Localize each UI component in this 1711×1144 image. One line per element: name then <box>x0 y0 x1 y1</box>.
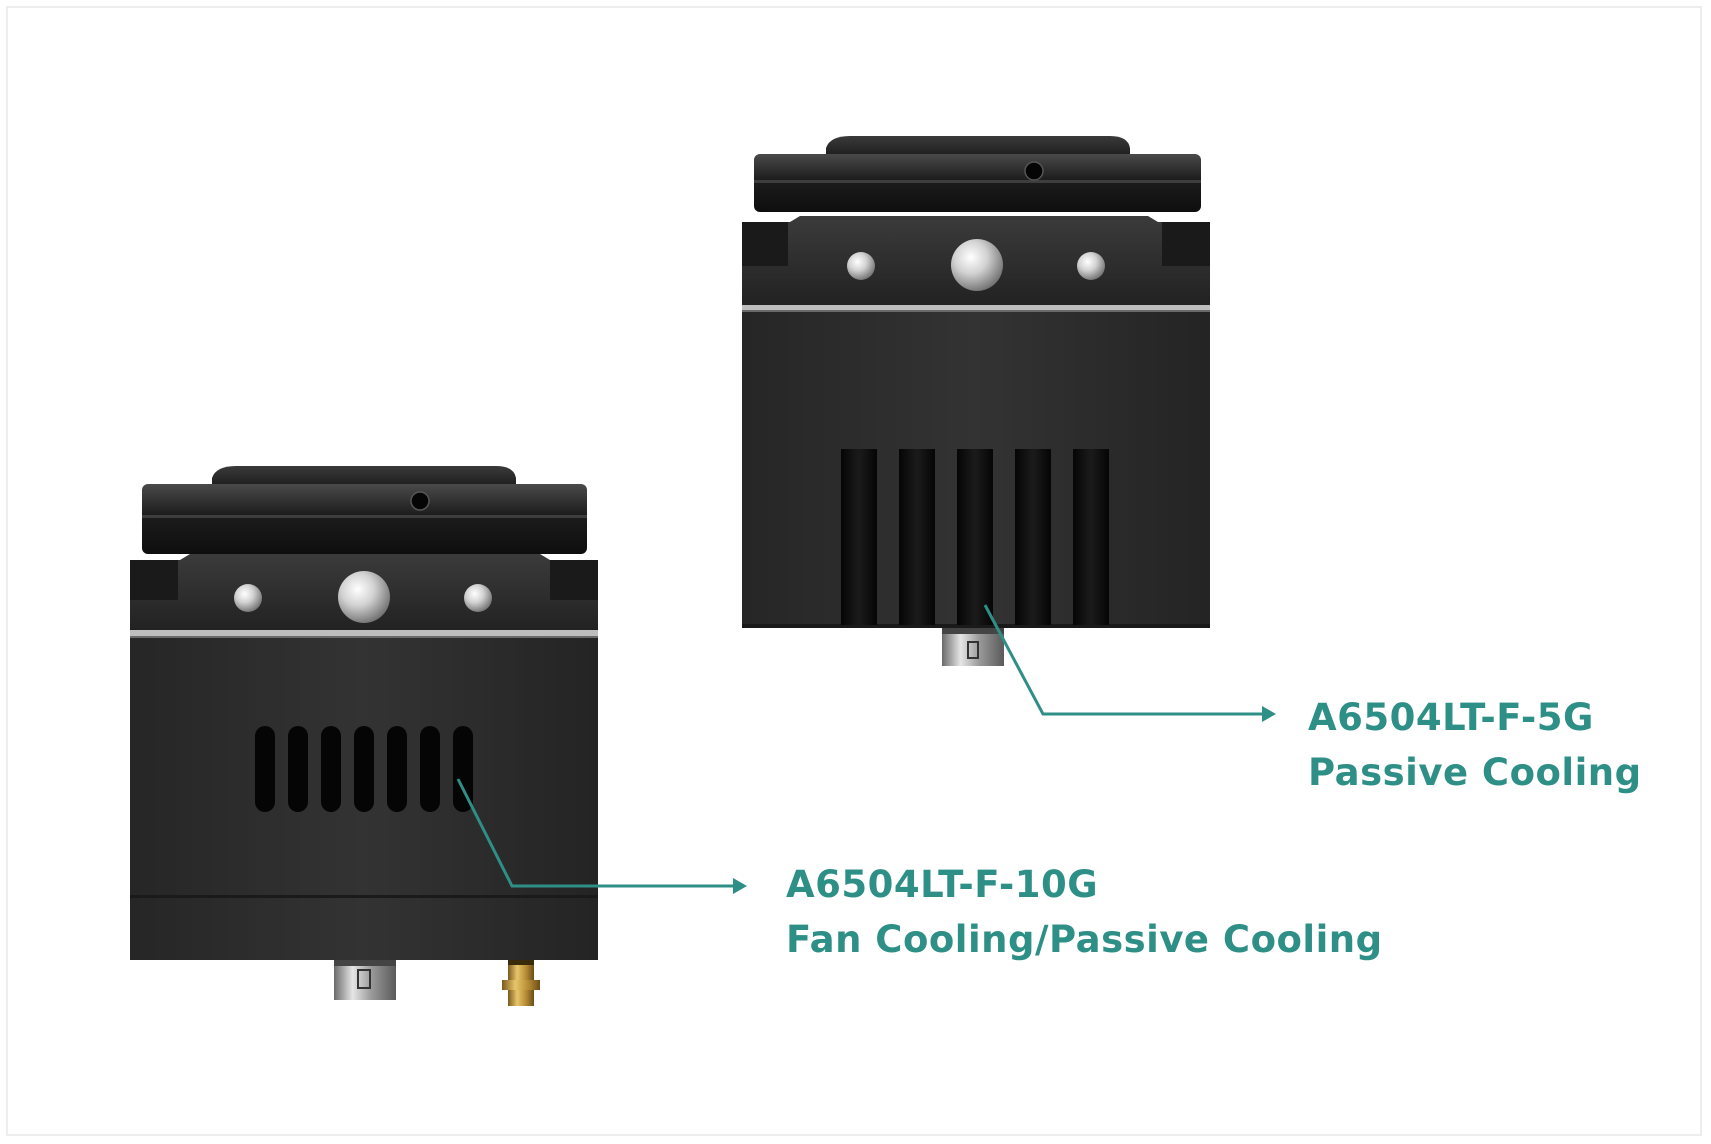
model-name: A6504LT-F-5G <box>1308 696 1594 739</box>
heatsink-fins <box>841 449 1109 625</box>
callout-5g <box>983 604 1276 722</box>
camera-a6504lt-f-10g <box>130 466 598 1006</box>
fan-grille <box>255 726 473 812</box>
label-a6504lt-f-10g: A6504LT-F-10G Fan Cooling/Passive Coolin… <box>786 857 1383 967</box>
cooling-type: Passive Cooling <box>1308 751 1642 794</box>
model-name: A6504LT-F-10G <box>786 863 1099 906</box>
cooling-type: Fan Cooling/Passive Cooling <box>786 918 1383 961</box>
camera-a6504lt-f-5g <box>742 136 1210 666</box>
callout-10g <box>456 778 747 894</box>
label-a6504lt-f-5g: A6504LT-F-5G Passive Cooling <box>1308 690 1642 800</box>
